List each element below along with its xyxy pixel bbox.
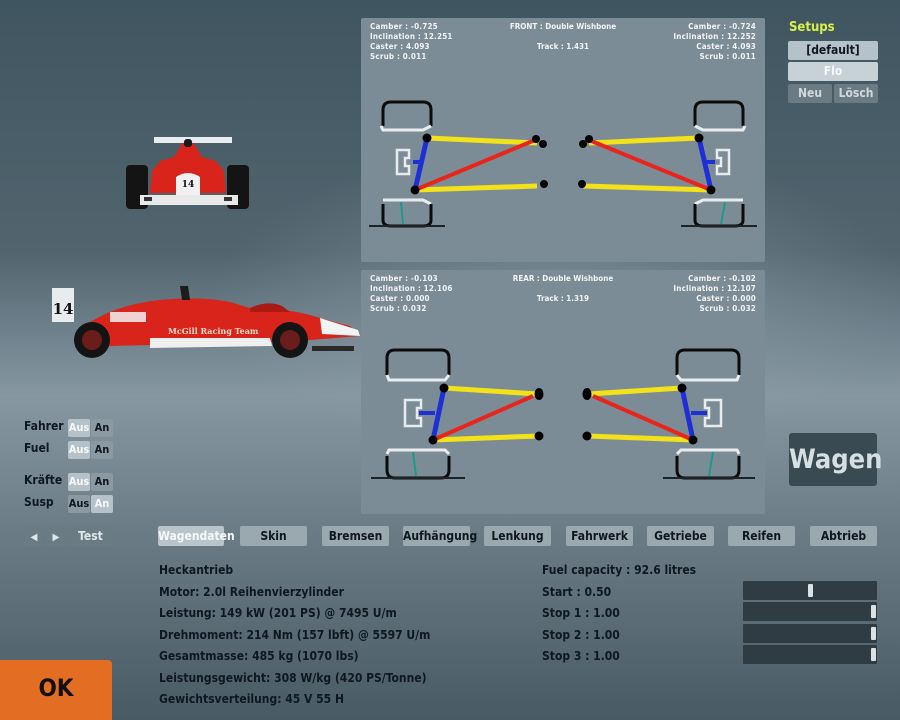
new-setup-button[interactable]: Neu bbox=[788, 84, 832, 103]
ok-button[interactable]: OK bbox=[0, 660, 112, 720]
setup-item-default[interactable]: [default] bbox=[788, 41, 878, 60]
rear-right-inclination: Inclination : 12.107 bbox=[673, 284, 756, 293]
delete-setup-button[interactable]: Lösch bbox=[834, 84, 878, 103]
slider-thumb[interactable] bbox=[871, 627, 876, 640]
rear-left-camber: Camber : -0.103 bbox=[370, 274, 438, 283]
front-left-scrub: Scrub : 0.011 bbox=[370, 52, 427, 61]
toggle-label-kraefte: Kräfte bbox=[24, 473, 63, 487]
slider-thumb[interactable] bbox=[871, 648, 876, 661]
front-left-stats: Camber : -0.725 Inclination : 12.251 Cas… bbox=[370, 22, 453, 62]
front-right-scrub: Scrub : 0.011 bbox=[699, 52, 756, 61]
rear-right-stats: Camber : -0.102 Inclination : 12.107 Cas… bbox=[673, 274, 756, 314]
car-team-name: McGill Racing Team bbox=[168, 326, 259, 336]
car-number-side: 14 bbox=[53, 300, 74, 318]
fahrer-aus-toggle[interactable]: Aus bbox=[68, 419, 90, 437]
car-side-view-image: 14 McGill Racing Team bbox=[52, 286, 360, 358]
slider-thumb[interactable] bbox=[871, 605, 876, 618]
car-info-weight-distribution: Gewichtsverteilung: 45 V 55 H bbox=[159, 692, 344, 706]
rear-right-scrub: Scrub : 0.032 bbox=[699, 304, 756, 313]
front-title: FRONT : Double Wishbone bbox=[509, 22, 617, 31]
arrow-right-icon: ▶ bbox=[52, 532, 60, 543]
toggle-label-fuel: Fuel bbox=[24, 441, 50, 455]
rear-suspension-diagram bbox=[371, 348, 755, 480]
fuel-start-label: Start : 0.50 bbox=[542, 584, 612, 599]
rear-right-caster: Caster : 0.000 bbox=[696, 294, 756, 303]
rear-track: Track : 1.319 bbox=[536, 294, 590, 303]
fuel-stop1-slider[interactable] bbox=[743, 602, 877, 621]
car-info-power-weight: Leistungsgewicht: 308 W/kg (420 PS/Tonne… bbox=[159, 670, 427, 685]
tab-abtrieb[interactable]: Abtrieb bbox=[810, 526, 877, 546]
car-info-engine: Motor: 2.0l Reihenvierzylinder bbox=[159, 584, 344, 599]
car-info-power: Leistung: 149 kW (201 PS) @ 7495 U/m bbox=[159, 606, 397, 620]
slider-thumb[interactable] bbox=[808, 584, 813, 597]
kraefte-an-toggle[interactable]: An bbox=[91, 473, 113, 491]
tab-wagendaten[interactable]: Wagendaten bbox=[158, 526, 235, 546]
fuel-aus-toggle[interactable]: Aus bbox=[68, 441, 90, 459]
setup-item-flo[interactable]: Flo bbox=[788, 62, 878, 81]
front-right-wheel-icon bbox=[681, 100, 757, 228]
fuel-info: Fuel capacity : 92.6 litres Start : 0.50… bbox=[542, 560, 696, 668]
tab-skin[interactable]: Skin bbox=[240, 526, 307, 546]
rear-left-scrub: Scrub : 0.032 bbox=[370, 304, 427, 313]
fuel-stop2-slider[interactable] bbox=[743, 624, 877, 643]
rear-left-wheel-icon bbox=[371, 348, 465, 480]
rear-left-inclination: Inclination : 12.106 bbox=[370, 284, 453, 293]
fuel-stop3-label: Stop 3 : 1.00 bbox=[542, 649, 620, 663]
fuel-stop2-label: Stop 2 : 1.00 bbox=[542, 627, 620, 642]
test-button[interactable]: Test bbox=[68, 526, 113, 546]
front-right-camber: Camber : -0.724 bbox=[688, 22, 756, 31]
kraefte-aus-toggle[interactable]: Aus bbox=[68, 473, 90, 491]
rear-left-stats: Camber : -0.103 Inclination : 12.106 Cas… bbox=[370, 274, 453, 314]
front-right-inclination: Inclination : 12.252 bbox=[673, 32, 756, 41]
tab-fahrwerk[interactable]: Fahrwerk bbox=[566, 526, 633, 546]
setups-title: Setups bbox=[789, 20, 835, 35]
car-info-torque: Drehmoment: 214 Nm (157 lbft) @ 5597 U/m bbox=[159, 627, 431, 642]
fuel-stop1-label: Stop 1 : 1.00 bbox=[542, 606, 620, 620]
rear-title: REAR : Double Wishbone bbox=[512, 274, 614, 283]
arrow-left-icon: ◀ bbox=[30, 532, 38, 543]
fahrer-an-toggle[interactable]: An bbox=[91, 419, 113, 437]
front-left-wheel-icon bbox=[369, 100, 445, 228]
wagen-view-button[interactable]: Wagen bbox=[789, 433, 882, 486]
front-track: Track : 1.431 bbox=[536, 42, 590, 51]
tab-bremsen[interactable]: Bremsen bbox=[322, 526, 389, 546]
fuel-start-slider[interactable] bbox=[743, 581, 877, 600]
car-info-list: Heckantrieb Motor: 2.0l Reihenvierzylind… bbox=[159, 560, 430, 711]
front-suspension-panel: Camber : -0.725 Inclination : 12.251 Cas… bbox=[361, 18, 765, 262]
fuel-stop3-slider[interactable] bbox=[743, 645, 877, 664]
car-number-front: 14 bbox=[182, 180, 195, 190]
rear-right-camber: Camber : -0.102 bbox=[688, 274, 756, 283]
car-front-view-image: 14 bbox=[126, 137, 249, 209]
fuel-an-toggle[interactable]: An bbox=[91, 441, 113, 459]
prev-car-button[interactable]: ◀ bbox=[24, 526, 44, 546]
front-right-stats: Camber : -0.724 Inclination : 12.252 Cas… bbox=[673, 22, 756, 62]
rear-suspension-panel: Camber : -0.103 Inclination : 12.106 Cas… bbox=[361, 270, 765, 514]
front-right-caster: Caster : 4.093 bbox=[696, 42, 756, 51]
front-suspension-diagram bbox=[369, 100, 757, 228]
tab-aufhaengung[interactable]: Aufhängung bbox=[403, 526, 477, 546]
toggle-label-susp: Susp bbox=[24, 495, 54, 509]
car-info-drive: Heckantrieb bbox=[159, 563, 234, 577]
rear-left-caster: Caster : 0.000 bbox=[370, 294, 430, 303]
front-left-camber: Camber : -0.725 bbox=[370, 22, 438, 31]
next-car-button[interactable]: ▶ bbox=[46, 526, 66, 546]
tab-getriebe[interactable]: Getriebe bbox=[647, 526, 714, 546]
susp-aus-toggle[interactable]: Aus bbox=[68, 495, 90, 513]
susp-an-toggle[interactable]: An bbox=[91, 495, 113, 513]
toggle-label-fahrer: Fahrer bbox=[24, 419, 64, 433]
front-left-caster: Caster : 4.093 bbox=[370, 42, 430, 51]
front-left-inclination: Inclination : 12.251 bbox=[370, 32, 453, 41]
tab-lenkung[interactable]: Lenkung bbox=[484, 526, 551, 546]
tab-reifen[interactable]: Reifen bbox=[728, 526, 795, 546]
rear-right-wheel-icon bbox=[663, 348, 755, 480]
car-info-mass: Gesamtmasse: 485 kg (1070 lbs) bbox=[159, 649, 359, 663]
fuel-capacity: Fuel capacity : 92.6 litres bbox=[542, 563, 697, 577]
